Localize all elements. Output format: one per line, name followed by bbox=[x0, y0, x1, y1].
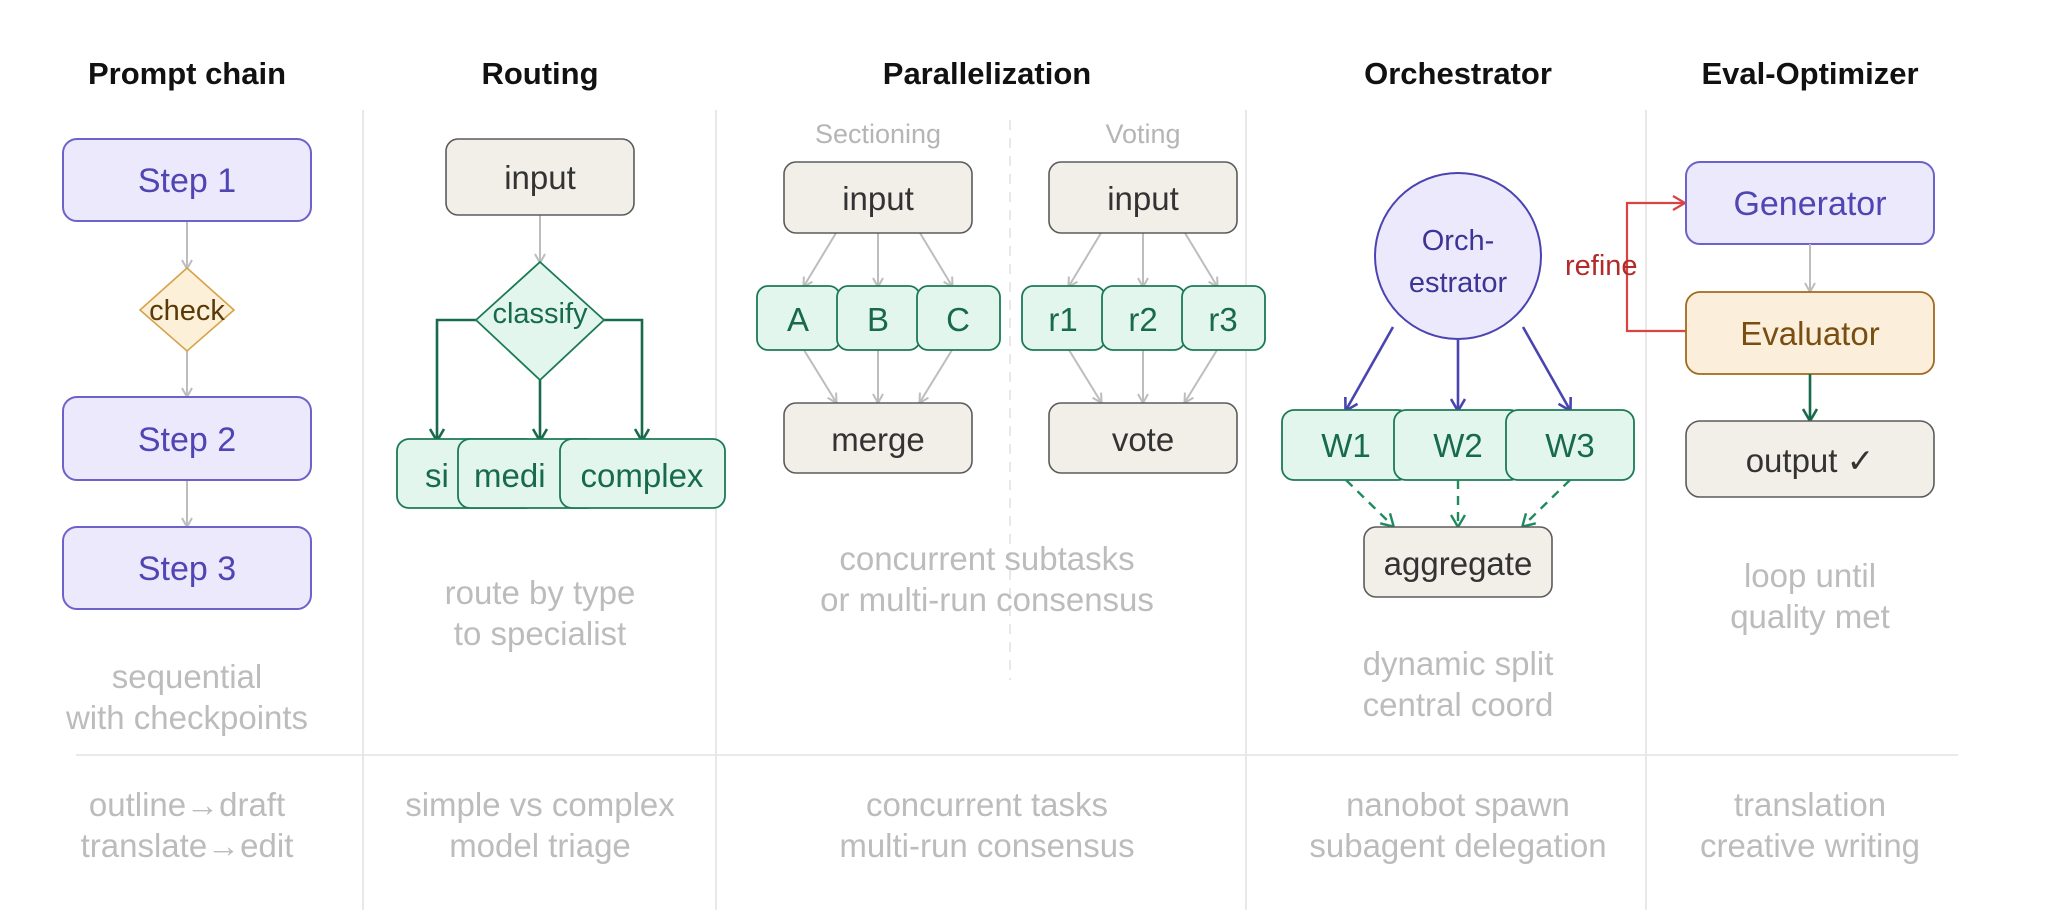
delegate-arrow-w1 bbox=[1346, 326, 1395, 410]
section-c-node bbox=[916, 285, 1001, 351]
vote-node bbox=[1048, 402, 1238, 474]
eval-optimizer-caption-1: loop until bbox=[1744, 557, 1876, 594]
step-1-node bbox=[62, 138, 312, 222]
orchestrator-node bbox=[1374, 172, 1542, 340]
run-r1-label: r1 bbox=[1048, 301, 1077, 338]
voting-flow: input r1 r2 r3 vote bbox=[1021, 161, 1266, 474]
route-arrow-simple bbox=[437, 318, 476, 440]
eval-optimizer-caption-2: quality met bbox=[1730, 598, 1890, 635]
routing-caption-2: to specialist bbox=[454, 615, 626, 652]
prompt-chain-flow: Step 1 check Step 2 Step 3 bbox=[62, 138, 312, 610]
step-3-label: Step 3 bbox=[138, 550, 236, 588]
header-prompt-chain: Prompt chain bbox=[88, 56, 286, 91]
step-3-node bbox=[62, 526, 312, 610]
voting-input-node bbox=[1048, 161, 1238, 234]
aggregate-arrow-w3 bbox=[1523, 479, 1571, 526]
orchestrator-caption-1: dynamic split bbox=[1363, 645, 1554, 682]
voting-label: Voting bbox=[1105, 119, 1180, 149]
arrow bbox=[1184, 232, 1217, 286]
check-gate-node bbox=[138, 266, 236, 353]
merge-node bbox=[783, 402, 973, 474]
run-r2-label: r2 bbox=[1128, 301, 1157, 338]
orchestrator-flow: Orch- estrator W1 W2 W3 aggregate bbox=[1281, 172, 1635, 598]
arrow bbox=[1068, 349, 1101, 402]
section-c-label: C bbox=[946, 301, 970, 338]
sectioning-input-label: input bbox=[842, 180, 914, 217]
prompt-chain-caption-1: sequential bbox=[112, 658, 262, 695]
eval-optimizer-flow: refine Generator Evaluator output ✓ bbox=[1565, 161, 1935, 498]
orchestrator-example-1: nanobot spawn bbox=[1346, 786, 1570, 823]
header-routing: Routing bbox=[481, 56, 598, 91]
orchestrator-example-2: subagent delegation bbox=[1309, 827, 1606, 864]
merge-label: merge bbox=[831, 421, 925, 458]
arrow bbox=[1069, 232, 1102, 286]
prompt-chain-caption-2: with checkpoints bbox=[65, 699, 308, 736]
worker-w1-label: W1 bbox=[1321, 427, 1371, 464]
classify-label: classify bbox=[492, 298, 588, 330]
delegate-arrow-w3 bbox=[1521, 326, 1570, 410]
eval-optimizer-example-2: creative writing bbox=[1700, 827, 1920, 864]
route-complex-node bbox=[559, 438, 726, 509]
aggregate-arrow-w1 bbox=[1345, 479, 1393, 526]
generator-label: Generator bbox=[1733, 185, 1886, 223]
route-simple-label: si bbox=[425, 457, 449, 494]
sectioning-flow: input A B C merge bbox=[756, 161, 1001, 474]
worker-w3-label: W3 bbox=[1545, 427, 1595, 464]
step-1-label: Step 1 bbox=[138, 162, 236, 200]
header-eval-optimizer: Eval-Optimizer bbox=[1701, 56, 1918, 91]
orchestrator-label-1: Orch- bbox=[1422, 225, 1495, 257]
run-r3-label: r3 bbox=[1208, 301, 1237, 338]
arrow bbox=[803, 349, 836, 402]
routing-example-2: model triage bbox=[449, 827, 631, 864]
routing-input-node bbox=[445, 138, 635, 216]
check-gate-label: check bbox=[149, 295, 225, 327]
output-node bbox=[1685, 420, 1935, 498]
arrow bbox=[919, 232, 952, 286]
parallelization-example-2: multi-run consensus bbox=[839, 827, 1134, 864]
routing-example-1: simple vs complex bbox=[405, 786, 675, 823]
prompt-chain-example-1: outline→draft bbox=[89, 786, 285, 823]
header-orchestrator: Orchestrator bbox=[1364, 56, 1552, 91]
refine-label: refine bbox=[1565, 250, 1638, 282]
orchestrator-label-2: estrator bbox=[1409, 267, 1508, 299]
classify-node bbox=[474, 260, 606, 382]
step-2-node bbox=[62, 396, 312, 481]
routing-flow: input classify si medi complex bbox=[396, 138, 726, 509]
header-parallelization: Parallelization bbox=[883, 56, 1091, 91]
sectioning-label: Sectioning bbox=[815, 119, 941, 149]
voting-input-label: input bbox=[1107, 180, 1179, 217]
run-r3-node bbox=[1181, 285, 1266, 351]
route-arrow-complex bbox=[604, 318, 642, 440]
orchestrator-caption-2: central coord bbox=[1363, 686, 1554, 723]
refine-loop-arrow bbox=[1625, 195, 1688, 333]
worker-w2-label: W2 bbox=[1433, 427, 1483, 464]
arrow bbox=[1185, 349, 1218, 402]
parallelization-example-1: concurrent tasks bbox=[866, 786, 1108, 823]
route-complex-label: complex bbox=[581, 457, 704, 494]
section-a-label: A bbox=[787, 301, 809, 338]
evaluator-label: Evaluator bbox=[1740, 315, 1879, 352]
routing-caption-1: route by type bbox=[445, 574, 636, 611]
arrow bbox=[804, 232, 837, 286]
routing-input-label: input bbox=[504, 159, 576, 196]
parallelization-caption-2: or multi-run consensus bbox=[820, 581, 1154, 618]
section-b-label: B bbox=[867, 301, 889, 338]
output-label: output ✓ bbox=[1746, 442, 1875, 479]
eval-optimizer-example-1: translation bbox=[1734, 786, 1886, 823]
step-2-label: Step 2 bbox=[138, 421, 236, 459]
sectioning-input-node bbox=[783, 161, 973, 234]
vote-label: vote bbox=[1112, 421, 1174, 458]
aggregate-label: aggregate bbox=[1384, 545, 1533, 582]
aggregate-node bbox=[1363, 526, 1553, 598]
route-medium-label: medi bbox=[474, 457, 546, 494]
prompt-chain-example-2: translate→edit bbox=[81, 827, 294, 864]
parallelization-caption-1: concurrent subtasks bbox=[839, 540, 1134, 577]
arrow bbox=[920, 349, 953, 402]
